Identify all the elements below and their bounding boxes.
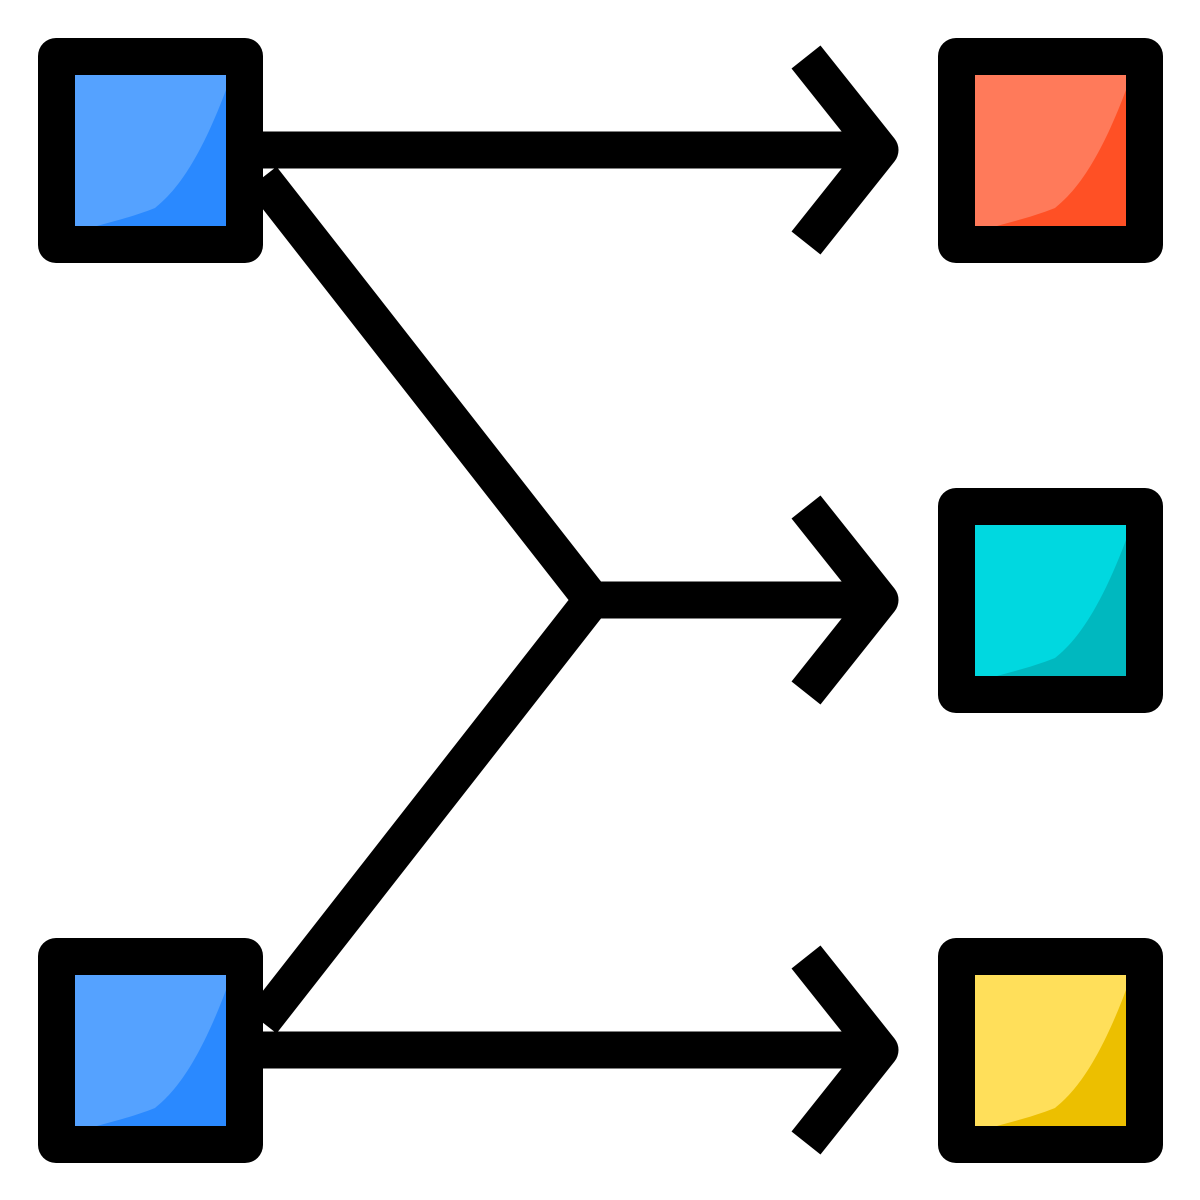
target-node-bottom	[938, 938, 1163, 1163]
arrowhead-middle	[791, 495, 899, 705]
connectors	[247, 131, 880, 1069]
arrowhead-bottom	[791, 945, 899, 1155]
arrowheads	[791, 45, 899, 1155]
source-node-top	[38, 38, 263, 263]
source-node-bottom	[38, 938, 263, 1163]
target-node-middle	[938, 488, 1163, 713]
target-node-middle-shade	[997, 540, 1126, 676]
target-node-bottom-shade	[997, 990, 1126, 1126]
arrowhead-top	[791, 45, 899, 255]
target-node-top-shade	[997, 90, 1126, 226]
edge-sources-to-junction	[247, 166, 616, 1034]
source-node-top-shade	[97, 90, 226, 226]
target-node-top	[938, 38, 1163, 263]
source-node-bottom-shade	[97, 990, 226, 1126]
